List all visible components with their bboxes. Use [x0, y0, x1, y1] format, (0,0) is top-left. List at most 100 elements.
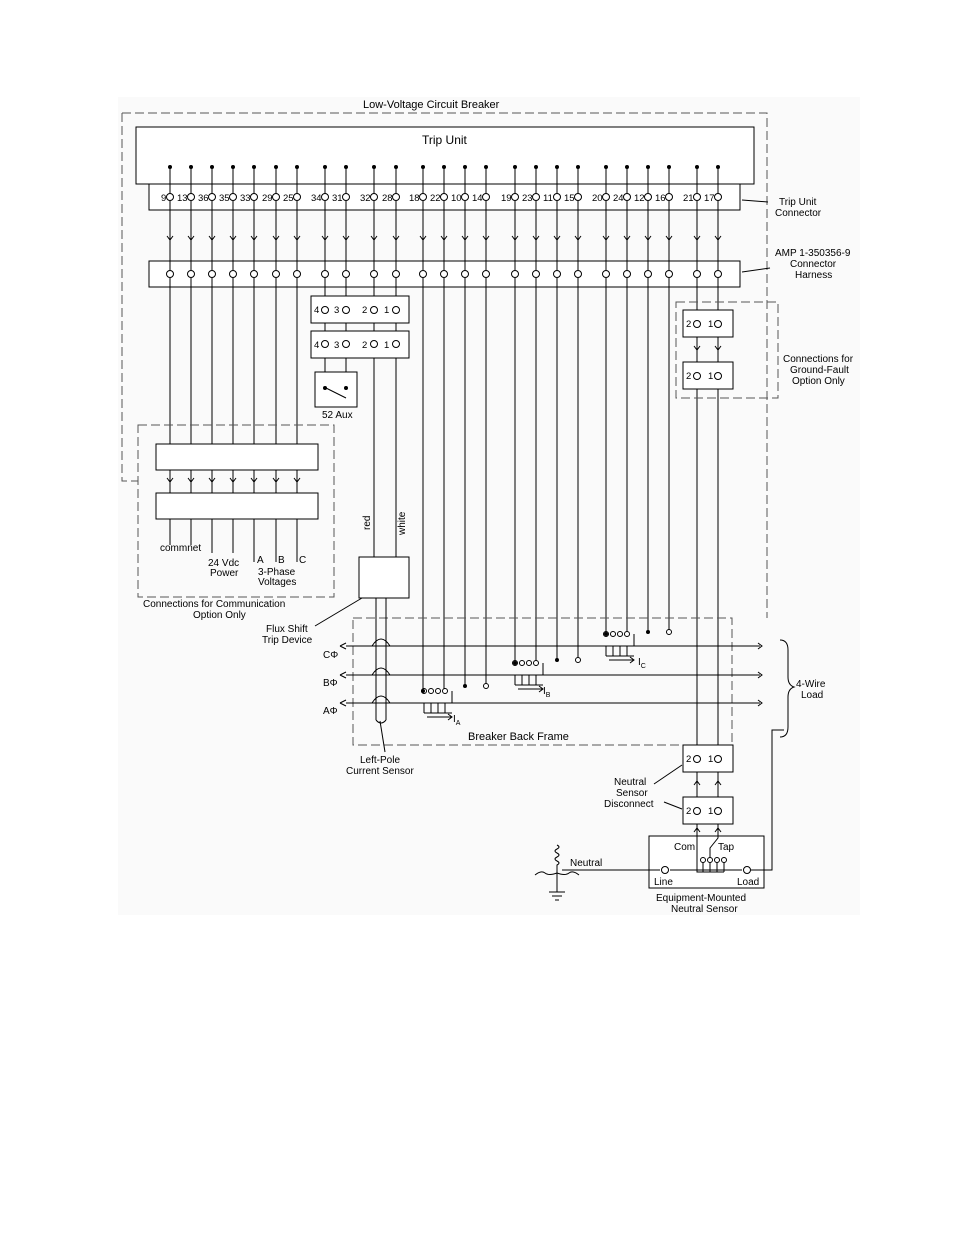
- wire-chevron: [166, 477, 174, 483]
- pin-label: 29: [262, 193, 273, 204]
- gf-terminal-block-2: [682, 361, 734, 390]
- aux-switch-label: 52 Aux: [322, 410, 353, 421]
- commnet-label: commnet: [160, 543, 201, 554]
- neutral-ground-symbol: [534, 844, 580, 901]
- pin-label: 34: [311, 193, 322, 204]
- pin-label: 19: [501, 193, 512, 204]
- junction-dot: [513, 661, 517, 665]
- pin-dot: [442, 165, 446, 169]
- harness-pin: [293, 270, 301, 278]
- harness-pin: [714, 270, 722, 278]
- com-label: Com: [674, 842, 695, 853]
- tap-label: Tap: [718, 842, 735, 853]
- harness-pin: [229, 270, 237, 278]
- callout-leader: [663, 801, 683, 810]
- open-terminal: [666, 629, 672, 635]
- nsd-block-2: [682, 796, 734, 825]
- wire-chevron: [714, 235, 722, 241]
- comm-terminal-block-2: [155, 492, 319, 520]
- wire-chevron: [665, 235, 673, 241]
- connector-pin: [602, 193, 610, 201]
- harness-pin: [321, 270, 329, 278]
- callout-leader: [653, 764, 683, 785]
- wire-chevron: [714, 780, 722, 786]
- connector-pin: [532, 193, 540, 201]
- svg-text:1: 1: [708, 806, 713, 817]
- breaker-outline: [121, 112, 768, 618]
- flux-shift-trip-device: [358, 556, 410, 599]
- phase-bus-lines: [339, 642, 763, 707]
- connector-pin: [370, 193, 378, 201]
- ground-fault-callout: Connections for Ground-Fault Option Only: [783, 354, 856, 387]
- connector-pin: [250, 193, 258, 201]
- wire-chevron: [370, 235, 378, 241]
- pin-dot: [323, 165, 327, 169]
- load-label: Load: [737, 877, 759, 888]
- pin-dot: [463, 165, 467, 169]
- sensor-tap: [617, 631, 623, 637]
- pin-dot: [484, 165, 488, 169]
- line-label: Line: [654, 877, 673, 888]
- harness-pin: [370, 270, 378, 278]
- sensor-tap: [526, 660, 532, 666]
- pin-dot: [555, 165, 559, 169]
- connector-pin: [714, 193, 722, 201]
- junction-dot: [463, 684, 467, 688]
- harness-pin: [166, 270, 174, 278]
- comm-option-region: [137, 424, 335, 598]
- wire-chevron: [693, 235, 701, 241]
- sensor-tap: [533, 660, 539, 666]
- harness-pin: [623, 270, 631, 278]
- white-wire-label: white: [397, 511, 408, 536]
- pin-label: 31: [332, 193, 343, 204]
- pin-dot: [534, 165, 538, 169]
- wire-chevron: [574, 235, 582, 241]
- four-wire-load-label: 4-Wire Load: [796, 679, 828, 701]
- load-brace: [779, 639, 796, 738]
- wire-chevron: [714, 345, 722, 351]
- sensor-tap: [519, 660, 525, 666]
- pin-label: 20: [592, 193, 603, 204]
- pin-label: 22: [430, 193, 441, 204]
- pin-label: 18: [409, 193, 420, 204]
- junction-dot: [555, 658, 559, 662]
- wire-chevron: [229, 477, 237, 483]
- nsd-callout: Neutral Sensor Disconnect: [604, 777, 654, 810]
- wire-chevron: [187, 235, 195, 241]
- phase-b-label: B: [278, 555, 285, 566]
- nsd-terminal-labels: 2 1 2 1: [686, 754, 713, 817]
- callout-leader: [741, 267, 771, 273]
- nsd-block-1: [682, 744, 734, 773]
- svg-text:1: 1: [708, 319, 713, 330]
- harness-pin: [419, 270, 427, 278]
- gf-terminal-block-1: [682, 309, 734, 338]
- harness-pin: [511, 270, 519, 278]
- wire-chevron: [392, 235, 400, 241]
- open-terminal: [575, 657, 581, 663]
- pin-label: 14: [472, 193, 483, 204]
- wire-chevron: [272, 477, 280, 483]
- svg-text:4: 4: [314, 305, 319, 316]
- harness-pin: [693, 270, 701, 278]
- phase-a-label: A: [257, 555, 264, 566]
- harness-pin: [553, 270, 561, 278]
- pin-label: 25: [283, 193, 294, 204]
- pin-label: 35: [219, 193, 230, 204]
- wire-chevron: [293, 477, 301, 483]
- aux-switch-blade: [325, 387, 347, 399]
- connector-pin: [321, 193, 329, 201]
- phase-a-bus-label: AΦ: [323, 706, 338, 717]
- harness-pin: [574, 270, 582, 278]
- pin-dot: [513, 165, 517, 169]
- trip-unit-connector-callout: Trip Unit Connector: [775, 197, 822, 219]
- pin-dot: [168, 165, 172, 169]
- pin-label: 21: [683, 193, 694, 204]
- pin-dot: [716, 165, 720, 169]
- open-terminal: [483, 683, 489, 689]
- wire-chevron: [272, 235, 280, 241]
- pin-label: 17: [704, 193, 715, 204]
- breaker-title: Low-Voltage Circuit Breaker: [363, 99, 500, 111]
- pin-dot: [695, 165, 699, 169]
- connector-pin: [272, 193, 280, 201]
